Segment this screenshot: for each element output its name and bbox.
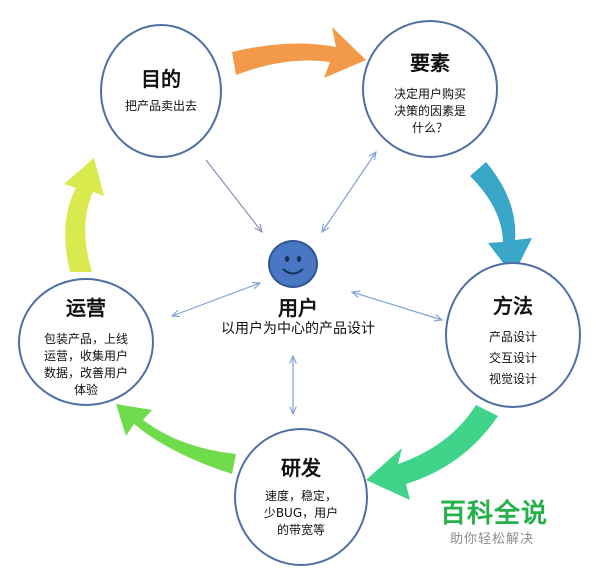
- smiley-face-icon: [282, 256, 304, 275]
- connector-user-to-factor: [322, 152, 376, 232]
- center-user-title: 用户: [278, 296, 318, 320]
- node-ops-line: 包装产品，上线: [43, 332, 128, 346]
- center-user-subtitle: 以用户为中心的产品设计: [221, 321, 375, 337]
- node-dev-line: 少BUG，用户: [263, 506, 339, 520]
- connector-user-to-method: [352, 292, 442, 320]
- node-goal: 目的 把产品卖出去: [100, 24, 222, 158]
- user-smiley-icon: [268, 240, 318, 288]
- node-method-body: 产品设计 交互设计 视觉设计: [447, 327, 579, 390]
- node-dev-line: 的带宽等: [276, 523, 325, 537]
- node-factor: 要素 决定用户购买 决策的因素是 什么？: [362, 20, 498, 158]
- node-ops: 运营 包装产品，上线 运营，收集用户 数据，改善用户 体验: [18, 278, 154, 406]
- node-ops-line: 体验: [73, 383, 98, 397]
- connector-user-to-ops: [172, 283, 260, 316]
- node-factor-line: 决策的因素是: [393, 104, 466, 118]
- node-method-line: 视觉设计: [488, 372, 537, 386]
- node-method-title: 方法: [493, 294, 533, 318]
- connector-goal-to-user: [205, 159, 262, 232]
- node-method-line: 交互设计: [488, 351, 537, 365]
- node-ops-line: 运营，收集用户: [43, 349, 128, 363]
- node-method: 方法 产品设计 交互设计 视觉设计: [445, 262, 581, 408]
- node-goal-body: 把产品卖出去: [102, 98, 220, 115]
- cycle-arrow-ops-to-goal: [64, 158, 104, 272]
- cycle-arrow-method-to-dev: [366, 405, 498, 500]
- node-goal-title: 目的: [141, 67, 181, 91]
- node-dev-title: 研发: [281, 456, 321, 480]
- node-factor-title: 要素: [410, 51, 450, 75]
- node-factor-body: 决定用户购买 决策的因素是 什么？: [378, 86, 482, 137]
- node-ops-line: 数据，改善用户: [43, 366, 128, 380]
- node-factor-line: 什么？: [411, 121, 448, 135]
- node-method-line: 产品设计: [488, 330, 537, 344]
- node-dev-line: 速度，稳定，: [264, 489, 337, 503]
- cycle-arrow-dev-to-ops: [116, 404, 236, 474]
- watermark-logo-text: 百科全说: [440, 499, 549, 529]
- node-ops-title: 运营: [66, 296, 106, 320]
- node-ops-body: 包装产品，上线 运营，收集用户 数据，改善用户 体验: [34, 331, 138, 399]
- node-dev-body: 速度，稳定， 少BUG，用户 的带宽等: [252, 488, 350, 539]
- watermark-slogan: 助你轻松解决: [450, 532, 535, 547]
- node-dev: 研发 速度，稳定， 少BUG，用户 的带宽等: [234, 428, 368, 566]
- node-factor-line: 决定用户购买: [393, 87, 466, 101]
- cycle-arrow-factor-to-method: [470, 162, 532, 276]
- cycle-arrow-goal-to-factor: [232, 27, 366, 78]
- node-goal-line: 把产品卖出去: [124, 99, 197, 113]
